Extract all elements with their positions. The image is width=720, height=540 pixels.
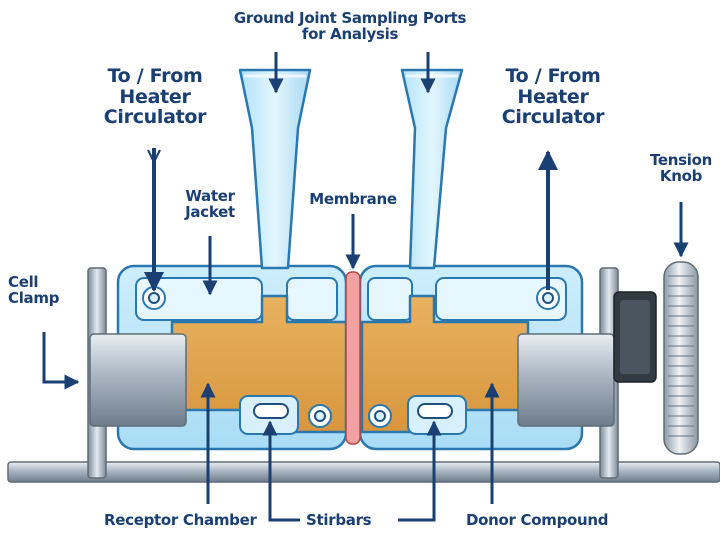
stirbars-arrow-right — [398, 420, 442, 522]
receptor-chamber-label: Receptor Chamber — [104, 511, 257, 529]
circulator-port-right — [536, 286, 560, 310]
clamp-pad-left — [89, 333, 187, 427]
heater-circulator-left-label: To / From Heater Circulator — [103, 65, 207, 129]
stirbars-label: Stirbars — [306, 511, 372, 529]
water-jacket-label: Water Jacket — [185, 187, 235, 222]
clamp-pad-right — [517, 333, 615, 427]
cell-clamp-label: Cell Clamp — [8, 273, 60, 308]
sampling-port-left — [238, 68, 312, 270]
tension-knob-label: Tension Knob — [649, 151, 713, 186]
stirbars-arrow-left — [262, 420, 300, 522]
sampling-port-right — [400, 68, 464, 270]
membrane — [345, 271, 361, 445]
tension-knob — [663, 261, 699, 455]
circulator-port-left — [142, 286, 166, 310]
stirbar-right — [417, 403, 453, 419]
cell-clamp-arrow — [42, 332, 80, 390]
water-jacket-right — [435, 277, 567, 321]
stirbar-left — [253, 403, 289, 419]
sampling-ports-label: Ground Joint Sampling Ports for Analysis — [233, 9, 467, 44]
membrane-label: Membrane — [309, 190, 397, 208]
heater-circulator-right-label: To / From Heater Circulator — [501, 65, 605, 129]
drain-port-left — [308, 404, 332, 428]
base-rail — [7, 461, 720, 483]
donor-compound-label: Donor Compound — [466, 511, 609, 529]
drain-port-right — [368, 404, 392, 428]
